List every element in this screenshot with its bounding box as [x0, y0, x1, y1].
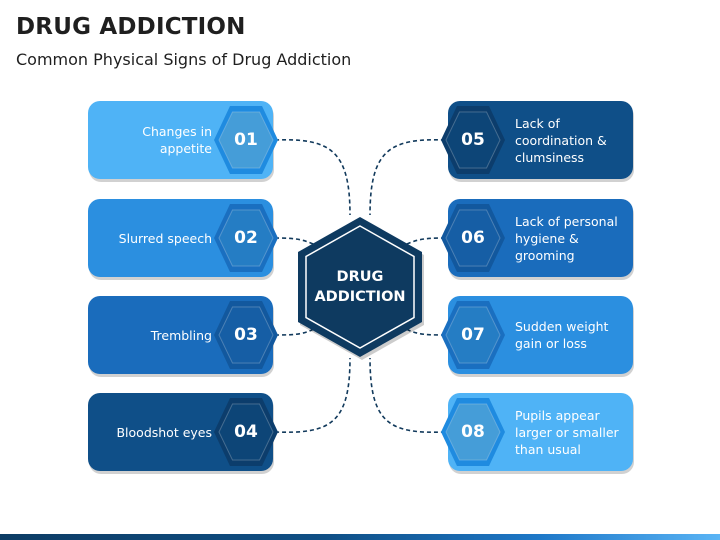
number-hexagon-shade [446, 307, 500, 363]
card-number-05: 05 [461, 130, 485, 150]
card-label-07: Sudden weight gain or loss [515, 319, 609, 351]
page-subtitle: Common Physical Signs of Drug Addiction [16, 50, 352, 69]
number-hexagon-shade [219, 112, 273, 168]
number-hexagon-shade [446, 112, 500, 168]
connector-line [274, 357, 351, 434]
sign-card-02 [88, 199, 278, 280]
page-title: DRUG ADDICTION [16, 14, 246, 40]
card-number-04: 04 [234, 422, 258, 442]
center-label-line2: ADDICTION [314, 289, 406, 305]
card-label-08: Pupils appear larger or smaller than usu… [515, 407, 619, 457]
card-number-06: 06 [461, 228, 485, 248]
center-hexagon-inner-border [305, 225, 415, 349]
number-hexagon-shade [446, 404, 500, 460]
card-label-01: Changes in appetite [142, 124, 212, 156]
number-hexagon [218, 209, 274, 267]
center-hexagon-group [298, 217, 424, 360]
card-label-03: Trembling [150, 327, 212, 343]
number-hexagon [445, 306, 501, 364]
number-hexagon [445, 209, 501, 267]
card-label-02: Slurred speech [118, 230, 212, 246]
sign-card-06 [441, 199, 634, 280]
center-label: DRUG ADDICTION [300, 262, 420, 312]
card-number-02: 02 [234, 228, 258, 248]
number-hexagon-shade [219, 404, 273, 460]
card-label-04: Bloodshot eyes [116, 424, 212, 440]
card-label-05: Lack of coordination & clumsiness [515, 115, 607, 165]
cards-layer [88, 101, 634, 474]
card-number-01: 01 [234, 130, 258, 150]
card-number-07: 07 [461, 325, 485, 345]
card-number-03: 03 [234, 325, 258, 345]
bottom-accent-bar [0, 534, 720, 540]
connector-line [369, 357, 446, 434]
number-hexagon-shade [446, 210, 500, 266]
sign-card-01 [88, 101, 278, 182]
center-label-line1: DRUG [336, 269, 384, 285]
number-hexagon-shade [219, 307, 273, 363]
number-hexagon [218, 111, 274, 169]
number-hexagon [218, 306, 274, 364]
connector-line [274, 139, 351, 216]
number-hexagon [445, 403, 501, 461]
sign-card-07 [441, 296, 634, 377]
connector-line [369, 139, 446, 216]
number-hexagon [445, 111, 501, 169]
card-number-08: 08 [461, 422, 485, 442]
sign-card-05 [441, 101, 634, 182]
number-hexagon-shade [219, 210, 273, 266]
card-label-06: Lack of personal hygiene & grooming [515, 213, 618, 263]
center-hexagon [298, 217, 422, 357]
sign-card-04 [88, 393, 278, 474]
number-hexagon [218, 403, 274, 461]
sign-card-03 [88, 296, 278, 377]
sign-card-08 [441, 393, 634, 474]
